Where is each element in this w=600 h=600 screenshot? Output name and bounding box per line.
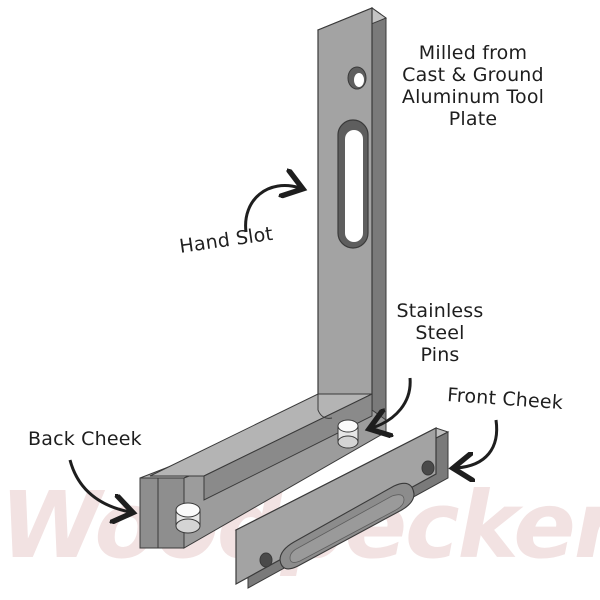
- front-cheek: [234, 427, 450, 589]
- front-cheek-front-face: [235, 427, 437, 586]
- material-label-line-1: Milled from: [418, 42, 528, 64]
- front-cheek-arrow: [456, 419, 499, 468]
- material-label: Milled from Cast & Ground Aluminum Tool …: [388, 42, 558, 130]
- pin-lower-bottom: [175, 518, 201, 534]
- front-cheek-slot-inner: [289, 494, 405, 563]
- hand-slot-arrow: [244, 186, 300, 233]
- pins-label-line-2: Steel: [415, 322, 465, 344]
- hand-slot-opening: [345, 130, 363, 242]
- blade: [316, 7, 388, 421]
- pins-label-line-1: Stainless: [396, 300, 484, 322]
- material-label-line-4: Plate: [448, 108, 498, 130]
- back-cheek-label: Back Cheek: [28, 428, 142, 450]
- pin-lower-top: [175, 502, 201, 518]
- pin-upper: [337, 419, 359, 449]
- pin-upper-top: [337, 419, 359, 433]
- back-cheek-arrow: [68, 459, 130, 512]
- pins-label: Stainless Steel Pins: [380, 300, 500, 366]
- pins-arrow: [372, 377, 412, 428]
- front-cheek-hole-left: [259, 552, 273, 568]
- stock: [149, 393, 373, 501]
- material-label-line-3: Aluminum Tool: [401, 86, 545, 108]
- pins-label-line-3: Pins: [420, 344, 460, 366]
- material-label-line-2: Cast & Ground: [402, 64, 544, 86]
- pin-upper-bottom: [337, 435, 359, 449]
- front-cheek-hole-right: [421, 460, 435, 476]
- blade-hole-inner: [354, 73, 364, 87]
- stock-corner-relief: [317, 394, 333, 419]
- pin-lower: [175, 502, 201, 534]
